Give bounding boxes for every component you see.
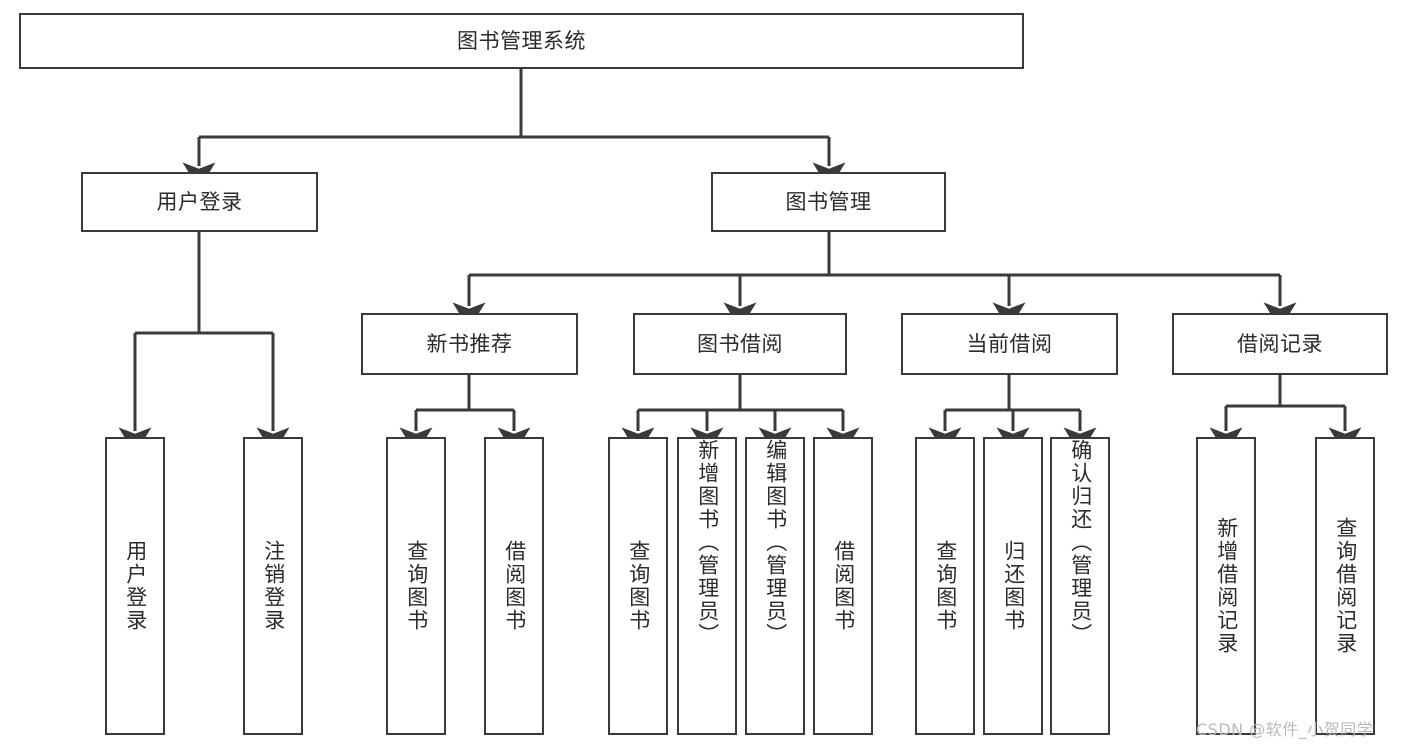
node-user-login[interactable]: 用户登录 [81, 172, 318, 232]
node-leaf-user-login[interactable]: 用户登录 [105, 437, 165, 735]
node-leaf-logout-label: 注销登录 [261, 540, 286, 632]
node-leaf-query-record-label: 查询借阅记录 [1333, 517, 1358, 655]
node-leaf-add-record-label: 新增借阅记录 [1214, 517, 1239, 655]
node-leaf-add-record[interactable]: 新增借阅记录 [1196, 437, 1256, 735]
node-leaf-confirm-return[interactable]: 确认归还（管理员） [1050, 437, 1110, 735]
node-user-login-label: 用户登录 [156, 189, 243, 214]
node-leaf-borrow-book-2-label: 借阅图书 [831, 540, 856, 632]
node-leaf-query-record[interactable]: 查询借阅记录 [1315, 437, 1375, 735]
node-current-borrow-label: 当前借阅 [966, 331, 1053, 356]
node-new-book-rec-label: 新书推荐 [426, 331, 513, 356]
node-leaf-borrow-book-1-label: 借阅图书 [502, 540, 527, 632]
node-leaf-return-book[interactable]: 归还图书 [983, 437, 1043, 735]
node-root[interactable]: 图书管理系统 [19, 13, 1024, 69]
node-leaf-edit-book[interactable]: 编辑图书（管理员） [745, 437, 805, 735]
node-leaf-edit-book-label: 编辑图书（管理员） [763, 439, 788, 646]
node-book-manage-label: 图书管理 [785, 189, 872, 214]
node-book-manage[interactable]: 图书管理 [711, 172, 946, 232]
node-book-borrow[interactable]: 图书借阅 [633, 313, 847, 375]
node-root-label: 图书管理系统 [457, 28, 586, 53]
node-leaf-query-book-2[interactable]: 查询图书 [608, 437, 668, 735]
node-leaf-query-book-3[interactable]: 查询图书 [915, 437, 975, 735]
node-leaf-return-book-label: 归还图书 [1001, 540, 1026, 632]
node-leaf-borrow-book-1[interactable]: 借阅图书 [484, 437, 544, 735]
node-leaf-query-book-2-label: 查询图书 [626, 540, 651, 632]
node-leaf-query-book-3-label: 查询图书 [933, 540, 958, 632]
node-borrow-record[interactable]: 借阅记录 [1172, 313, 1388, 375]
node-leaf-borrow-book-2[interactable]: 借阅图书 [813, 437, 873, 735]
node-leaf-add-book-label: 新增图书（管理员） [695, 439, 720, 646]
node-book-borrow-label: 图书借阅 [697, 331, 783, 356]
node-leaf-user-login-label: 用户登录 [123, 540, 148, 632]
node-leaf-query-book-1-label: 查询图书 [404, 540, 429, 632]
node-leaf-add-book[interactable]: 新增图书（管理员） [677, 437, 737, 735]
node-leaf-logout[interactable]: 注销登录 [243, 437, 303, 735]
node-new-book-rec[interactable]: 新书推荐 [361, 313, 578, 375]
watermark-text: CSDN @软件_小贺同学 [1196, 720, 1374, 739]
node-current-borrow[interactable]: 当前借阅 [901, 313, 1118, 375]
node-leaf-query-book-1[interactable]: 查询图书 [386, 437, 446, 735]
node-borrow-record-label: 借阅记录 [1237, 331, 1323, 356]
node-leaf-confirm-return-label: 确认归还（管理员） [1068, 439, 1093, 646]
